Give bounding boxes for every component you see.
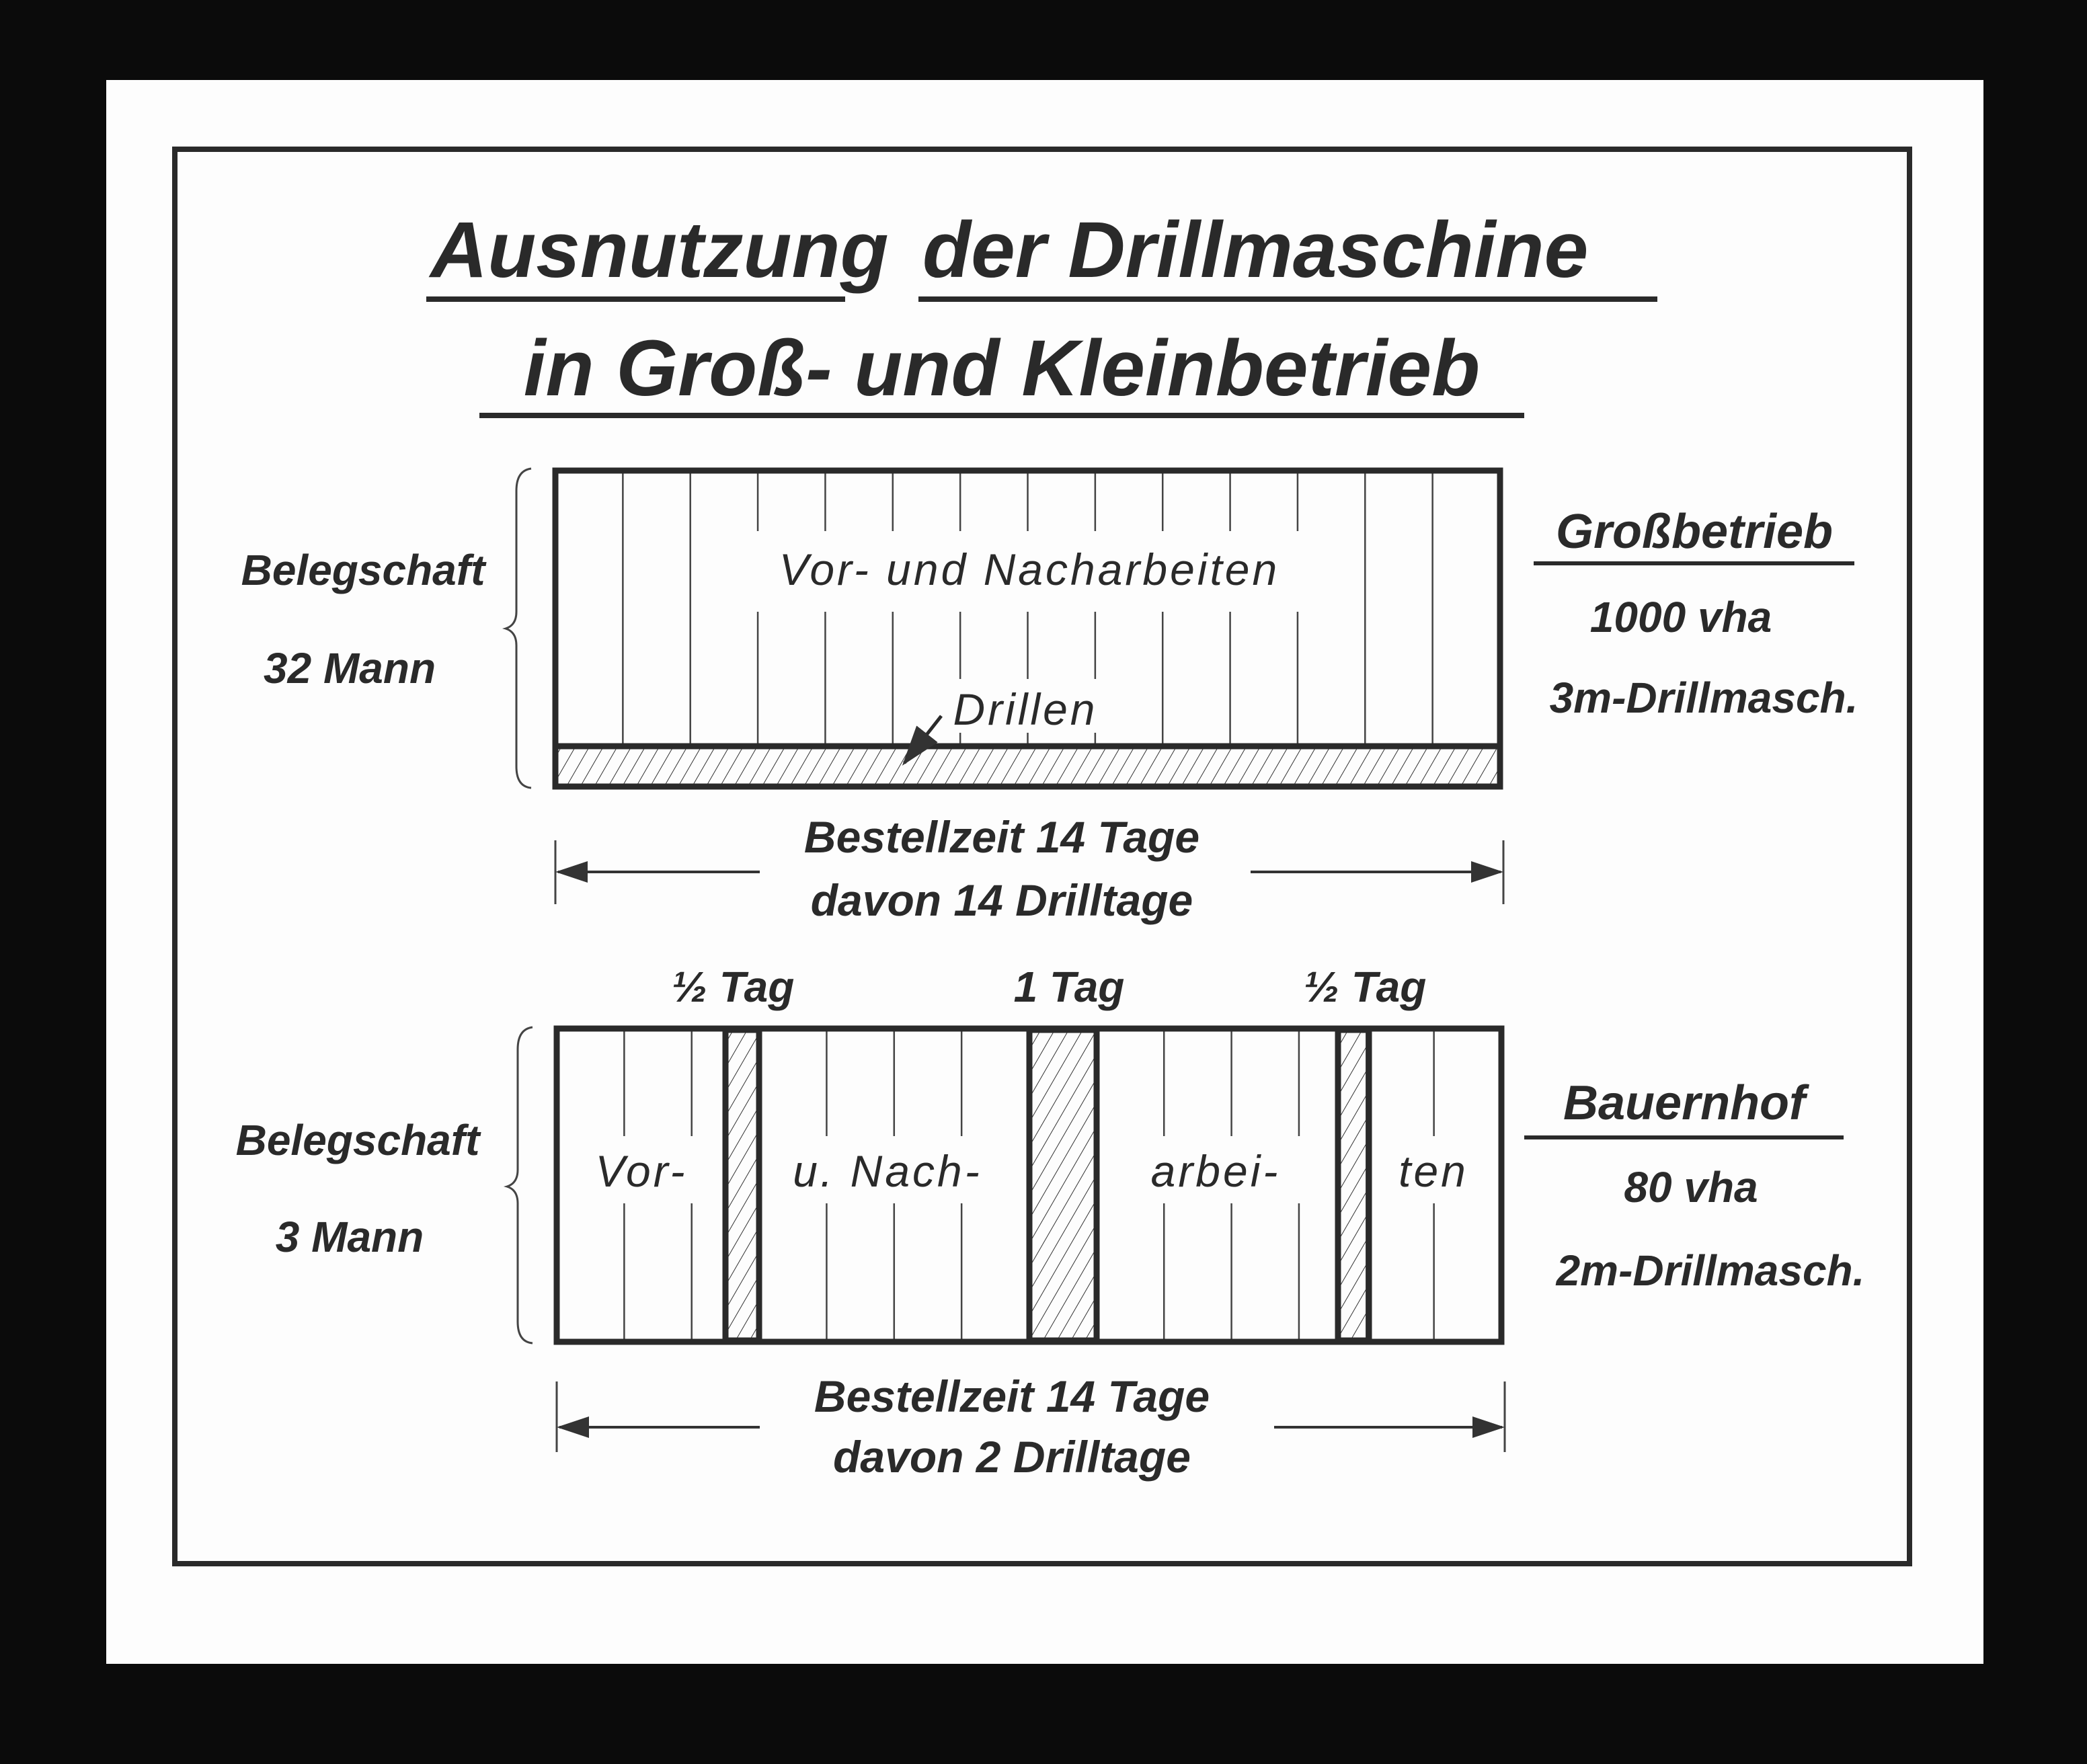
period: Bestellzeit 14 Tage: [804, 812, 1199, 862]
drill-mark-3: ½ Tag: [1304, 963, 1427, 1011]
drill-column-1: [722, 1027, 762, 1344]
title-part2: der Drillmaschine: [922, 206, 1588, 294]
staff-label: Belegschaft: [241, 546, 487, 594]
text-gap: [1378, 1136, 1493, 1203]
drill-days: davon 2 Drilltage: [833, 1432, 1191, 1482]
title-line2: in Groß- und Kleinbetrieb: [524, 324, 1481, 413]
text-gap: [572, 1136, 716, 1203]
segment-1: Vor-: [595, 1146, 687, 1196]
brace-icon: [502, 467, 532, 789]
title-part1: Ausnutzung: [428, 206, 889, 294]
area: 1000 vha: [1590, 593, 1772, 641]
text-gap: [935, 679, 1116, 733]
drill-band: [555, 748, 1500, 787]
drill-arrow: [902, 715, 943, 766]
drill-mark-1: ½ Tag: [672, 963, 795, 1011]
heading: Großbetrieb: [1556, 505, 1833, 559]
small-farm-section: ½ Tag 1 Tag ½ Tag Belegschaft 3 Mann Vor…: [236, 963, 1865, 1482]
staff-count: 3 Mann: [276, 1213, 424, 1261]
machine: 3m-Drillmasch.: [1550, 674, 1858, 722]
text-gap: [713, 531, 1351, 612]
inner-frame: [172, 147, 1912, 1566]
text-gap: [773, 1136, 1019, 1203]
bar-label: Vor- und Nacharbeiten: [779, 545, 1279, 594]
segment-4: ten: [1399, 1146, 1468, 1196]
drill-label: Drillen: [953, 684, 1097, 734]
segment-3: arbei-: [1151, 1146, 1281, 1196]
text-gap: [1109, 1136, 1328, 1203]
drill-days: davon 14 Drilltage: [811, 875, 1193, 925]
area: 80 vha: [1624, 1163, 1758, 1211]
large-farm-bar: [552, 467, 1503, 790]
staff-count: 32 Mann: [264, 644, 436, 692]
brace-icon: [503, 1026, 533, 1345]
drill-column-3: [1335, 1027, 1372, 1344]
large-farm-section: Belegschaft 32 Mann Vor- und Nacharbeite…: [241, 467, 1858, 925]
drill-column-2: [1026, 1027, 1100, 1344]
slide-paper: [106, 80, 1983, 1664]
heading: Bauernhof: [1563, 1076, 1809, 1130]
staff-label: Belegschaft: [236, 1116, 481, 1164]
machine: 2m-Drillmasch.: [1556, 1246, 1865, 1295]
small-farm-bar: [553, 1025, 1505, 1345]
segment-2: u. Nach-: [793, 1146, 982, 1196]
drill-mark-2: 1 Tag: [1014, 963, 1125, 1011]
period: Bestellzeit 14 Tage: [814, 1371, 1210, 1421]
